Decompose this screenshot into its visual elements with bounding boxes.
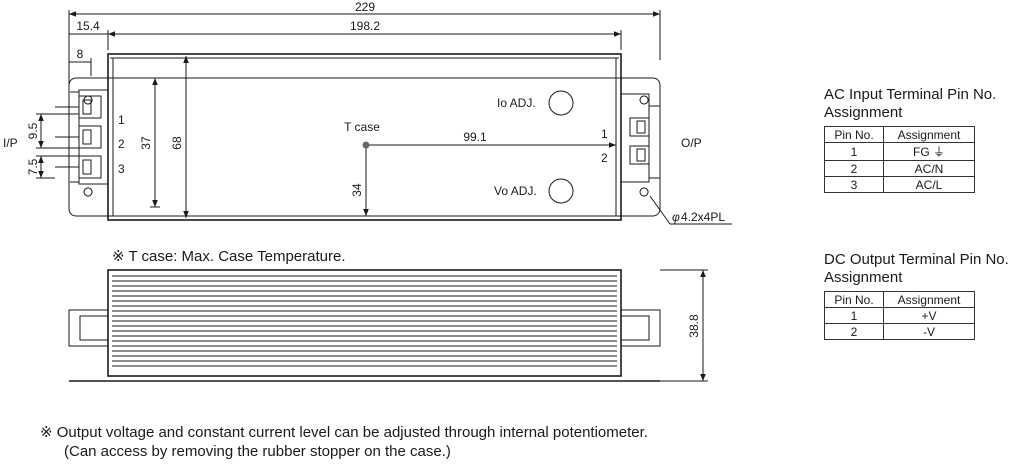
ac-input-table: Pin No. Assignment 1 FG ⏚ 2 AC/N 3 AC/L: [824, 126, 975, 193]
dim-body-width: 68: [170, 136, 184, 150]
col-pin-no: Pin No.: [824, 126, 884, 143]
table-header-row: Pin No. Assignment: [824, 126, 975, 143]
dim-terminal-pitch: 9.5: [26, 122, 40, 139]
dc-table-title-line1: DC Output Terminal Pin No.: [824, 251, 1009, 268]
tcase-note: ※ T case: Max. Case Temperature.: [112, 248, 346, 265]
dim-tcase-y: 34: [350, 183, 364, 197]
footnote-line1: ※ Output voltage and constant current le…: [40, 424, 648, 441]
vo-adj-pot: [548, 178, 574, 204]
tcase-label: T case: [344, 120, 380, 134]
input-label: I/P: [3, 136, 18, 150]
table-cell: 1: [824, 307, 884, 324]
ac-table-title-line2: Assignment: [824, 104, 903, 121]
table-row: 2 AC/N: [824, 160, 975, 177]
footnote-line2: (Can access by removing the rubber stopp…: [64, 443, 451, 460]
dc-output-table: Pin No. Assignment 1 +V 2 -V: [824, 291, 975, 340]
dim-height: 38.8: [687, 314, 701, 338]
io-adj-pot: [548, 90, 574, 116]
dim-body-length: 198.2: [350, 19, 380, 33]
heat-sink-fins: [112, 275, 617, 367]
ac-table-title: AC Input Terminal Pin No. Assignment: [824, 86, 996, 122]
table-row: 2 -V: [824, 323, 975, 340]
dim-pin-span: 37: [139, 136, 153, 150]
table-cell: -V: [883, 323, 975, 340]
table-cell: 2: [824, 323, 884, 340]
col-assignment: Assignment: [883, 291, 975, 308]
input-pin-2: 2: [118, 137, 125, 151]
col-assignment: Assignment: [883, 126, 975, 143]
table-cell: +V: [883, 307, 975, 324]
dim-tab-width: 8: [77, 47, 84, 61]
table-cell: 1: [824, 142, 884, 161]
side-right-bracket: [620, 309, 661, 347]
output-pin-1: 1: [601, 127, 608, 141]
dim-total-length: 229: [355, 0, 375, 14]
output-terminal-block: [620, 93, 660, 183]
output-label: O/P: [681, 136, 702, 150]
table-cell: 3: [824, 176, 884, 193]
tcase-point: [362, 141, 370, 149]
col-pin-no: Pin No.: [824, 291, 884, 308]
case-body-top: [107, 53, 622, 221]
phi-symbol: φ: [672, 210, 680, 224]
dc-table-title-line2: Assignment: [824, 269, 903, 286]
table-row: 1 FG ⏚: [824, 142, 975, 161]
ac-table-title-line1: AC Input Terminal Pin No.: [824, 86, 997, 103]
ac-input-table-panel: AC Input Terminal Pin No. Assignment Pin…: [824, 86, 996, 193]
dim-offset: 15.4: [76, 19, 100, 33]
io-adj-label: Io ADJ.: [497, 96, 536, 110]
footnote: ※ Output voltage and constant current le…: [40, 423, 648, 461]
dc-output-table-panel: DC Output Terminal Pin No. Assignment Pi…: [824, 251, 1009, 340]
table-cell: AC/N: [883, 160, 975, 177]
output-pin-2: 2: [601, 151, 608, 165]
table-cell: FG ⏚: [883, 142, 975, 161]
vo-adj-label: Vo ADJ.: [494, 184, 537, 198]
input-pin-3: 3: [118, 162, 125, 176]
table-row: 1 +V: [824, 307, 975, 324]
table-cell: AC/L: [883, 176, 975, 193]
table-header-row: Pin No. Assignment: [824, 291, 975, 308]
dim-terminal-pitch-2: 7.5: [26, 158, 40, 175]
table-row: 3 AC/L: [824, 176, 975, 193]
dc-table-title: DC Output Terminal Pin No. Assignment: [824, 251, 1009, 287]
side-left-bracket: [68, 309, 109, 347]
input-terminal-block: [55, 89, 109, 185]
input-pin-1: 1: [118, 113, 125, 127]
dim-mounting-holes: 4.2x4PL: [681, 210, 725, 224]
table-cell: 2: [824, 160, 884, 177]
dim-tcase-x: 99.1: [463, 130, 487, 144]
